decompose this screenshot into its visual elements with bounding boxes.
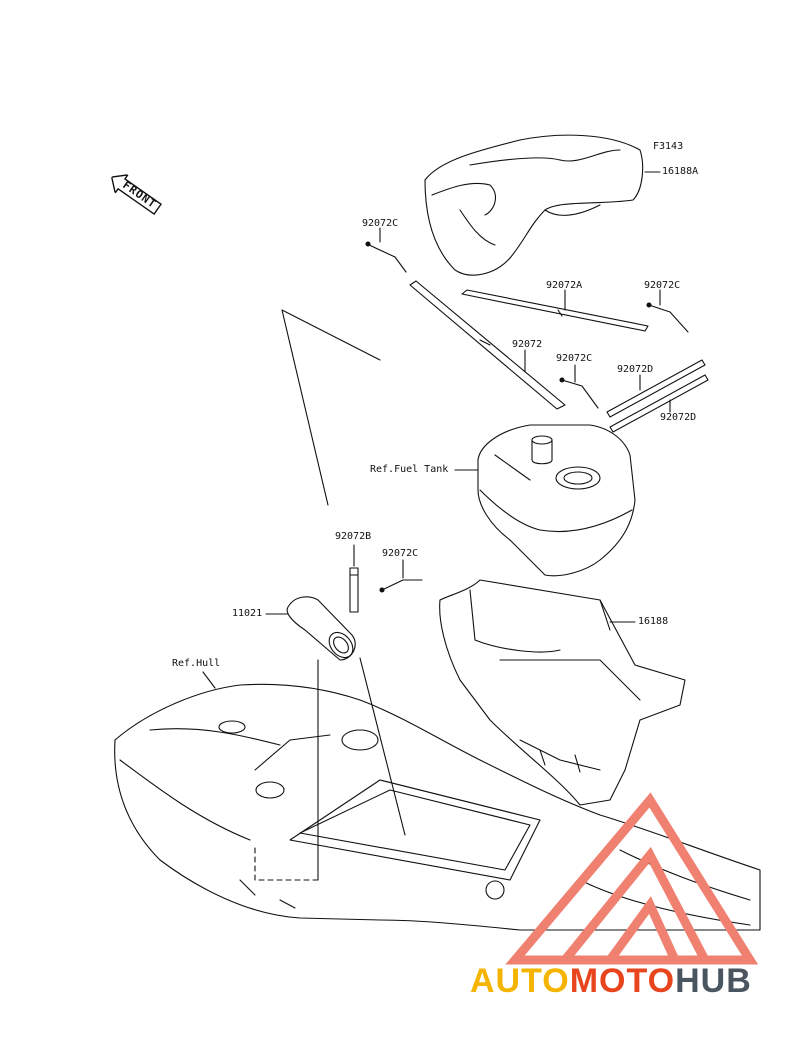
figure-id: F3143 xyxy=(653,141,684,152)
part-label-92072a[interactable]: 92072A xyxy=(546,280,583,291)
part-label-16188a[interactable]: 16188A xyxy=(662,166,699,177)
strap-92072c-top-left xyxy=(365,241,407,273)
watermark-moto: MOTO xyxy=(569,962,676,1000)
part-label-ref-fuel-tank[interactable]: Ref.Fuel Tank xyxy=(370,464,449,475)
strap-92072d-lower xyxy=(609,374,709,433)
strap-92072c-lower xyxy=(379,579,423,593)
watermark-auto: AUTO xyxy=(470,962,570,1000)
part-label-92072c-top-right[interactable]: 92072C xyxy=(644,280,681,291)
filter-canister xyxy=(286,596,356,661)
part-label-11021[interactable]: 11021 xyxy=(232,608,263,619)
reference-lines xyxy=(254,309,406,881)
part-label-92072c-mid[interactable]: 92072C xyxy=(556,353,593,364)
part-label-16188[interactable]: 16188 xyxy=(638,616,669,627)
front-arrow-icon xyxy=(110,173,162,216)
part-label-ref-hull[interactable]: Ref.Hull xyxy=(172,658,221,669)
part-label-92072b[interactable]: 92072B xyxy=(335,531,372,542)
watermark-triangle xyxy=(505,792,759,965)
fuel-tank xyxy=(477,424,636,577)
storage-tray xyxy=(439,579,686,806)
strap-92072d-upper xyxy=(606,359,706,418)
part-label-92072[interactable]: 92072 xyxy=(512,339,543,350)
part-label-92072c-top-left[interactable]: 92072C xyxy=(362,218,399,229)
seat-cushion xyxy=(424,134,644,276)
watermark-logo: AUTOMOTOHUB xyxy=(470,962,752,1001)
part-label-92072d-upper[interactable]: 92072D xyxy=(617,364,654,375)
strap-92072b xyxy=(349,567,359,613)
part-label-92072c-lower[interactable]: 92072C xyxy=(382,548,419,559)
watermark-hub: HUB xyxy=(675,962,752,1000)
strap-92072c-top-right xyxy=(646,302,689,333)
hull xyxy=(114,683,761,931)
part-label-92072d-lower[interactable]: 92072D xyxy=(660,412,697,423)
strap-92072 xyxy=(409,280,566,410)
front-direction-indicator: FRONT xyxy=(105,168,165,219)
strap-92072a xyxy=(461,289,649,332)
strap-92072c-mid xyxy=(559,377,599,409)
